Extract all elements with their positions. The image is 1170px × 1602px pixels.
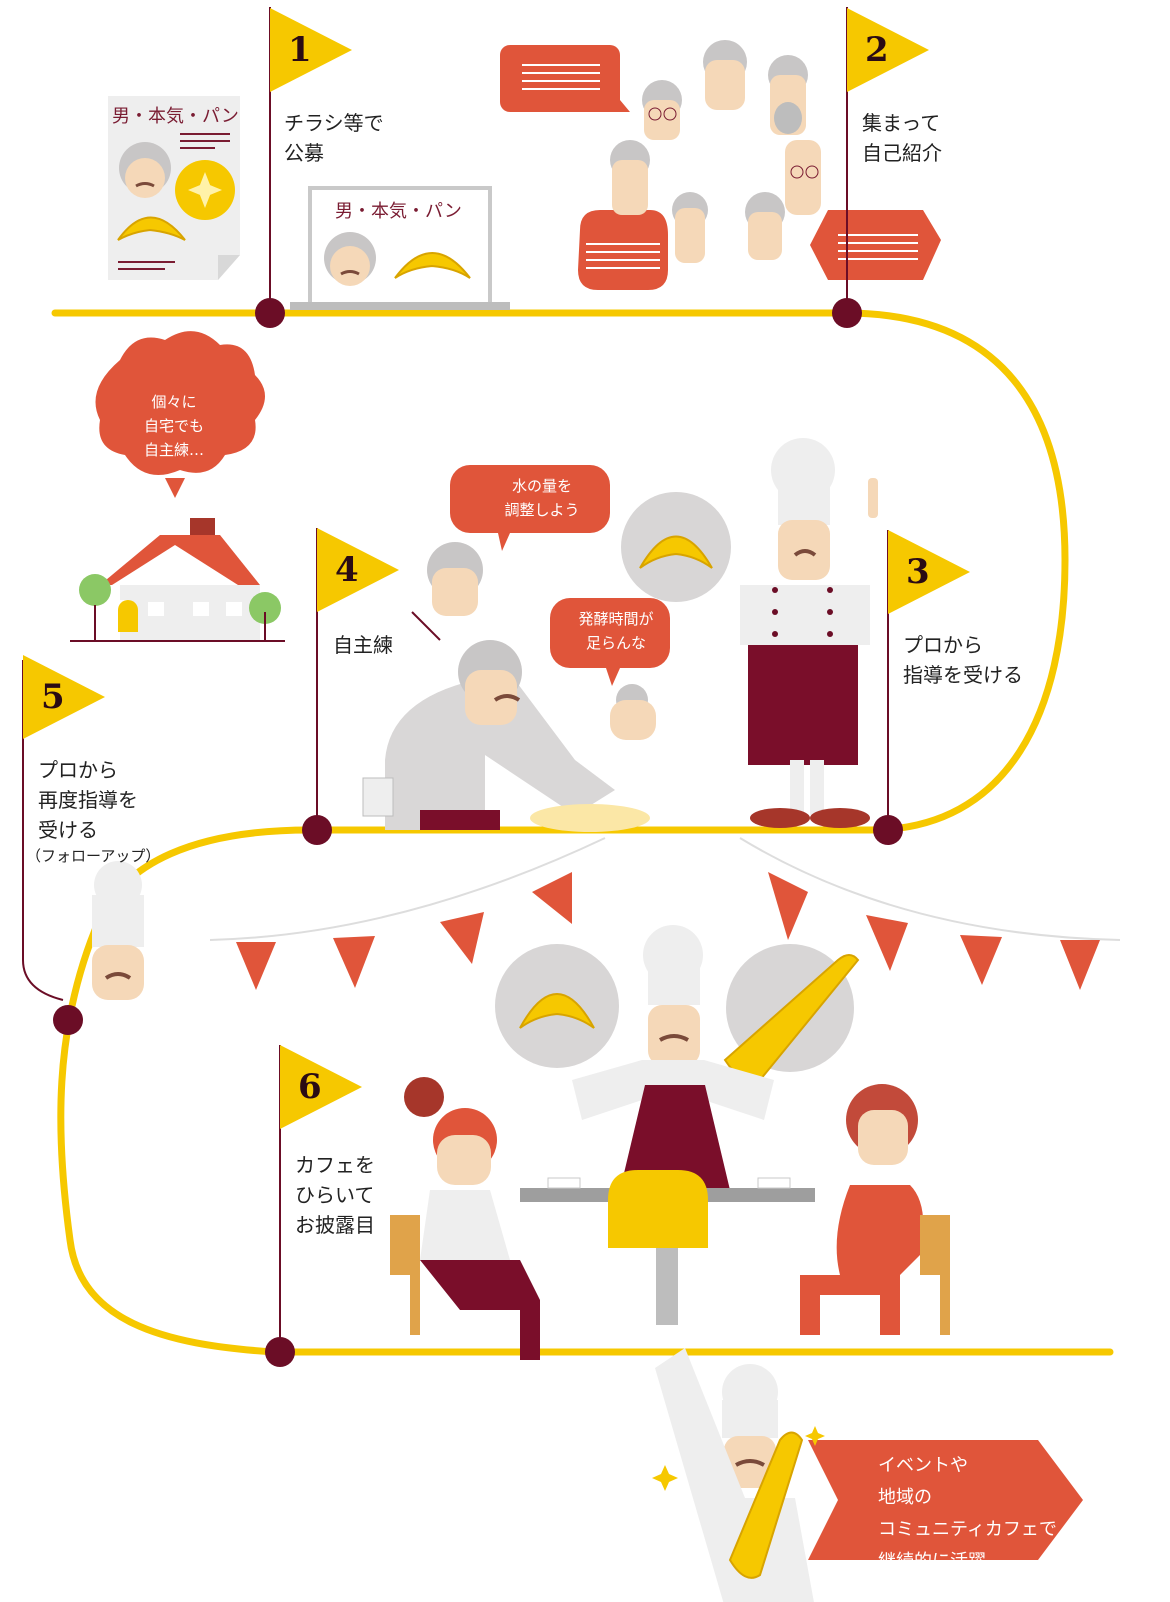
self-introduction-faces [500,40,941,290]
final-bubble-text: イベントや 地域の コミュニティカフェで 継続的に活躍 [878,1455,1057,1572]
flyer-illustration [108,96,240,280]
flag-6 [279,1045,362,1350]
step-4-label: 自主練 [333,633,393,657]
step-6-number: 6 [298,1067,322,1107]
laptop-title: 男・本気・パン [335,201,462,222]
cafe-illustration [390,925,950,1360]
ferment-bubble-text: 発酵時間が 足らんな [578,610,654,652]
step-6-label: カフェを ひらいて お披露目 [295,1153,375,1237]
step-3-label: プロから 指導を受ける [903,633,1023,687]
step-5-sublabel: （フォローアップ） [26,847,161,865]
flyer-title: 男・本気・パン [112,106,239,127]
step-5-number: 5 [41,677,65,717]
flag-1 [269,7,352,310]
flag-5 [22,655,105,1001]
step-5-label: プロから 再度指導を 受ける [38,758,138,842]
step-4-number: 4 [335,550,359,590]
house-illustration [70,331,285,642]
step-1-label: チラシ等で 公募 [284,111,384,165]
flag-3 [887,530,970,828]
bunting [209,837,1121,990]
follow-up-chef [92,861,144,1000]
yellow-track [51,309,1114,1356]
step-2-label: 集まって 自己紹介 [862,111,942,165]
flag-4 [316,528,399,828]
home-bubble-text: 個々に 自宅でも 自主練… [143,393,204,459]
step-1-number: 1 [288,30,312,70]
step-3-number: 3 [906,552,930,592]
flags [22,7,970,1350]
step-2-number: 2 [865,30,889,70]
final-chef [652,1348,1083,1602]
practice-illustration [362,438,878,832]
laptop-illustration [290,186,510,310]
flag-2 [846,7,929,310]
water-bubble-text: 水の量を 調整しよう [504,477,580,519]
step-dots [53,298,903,1367]
